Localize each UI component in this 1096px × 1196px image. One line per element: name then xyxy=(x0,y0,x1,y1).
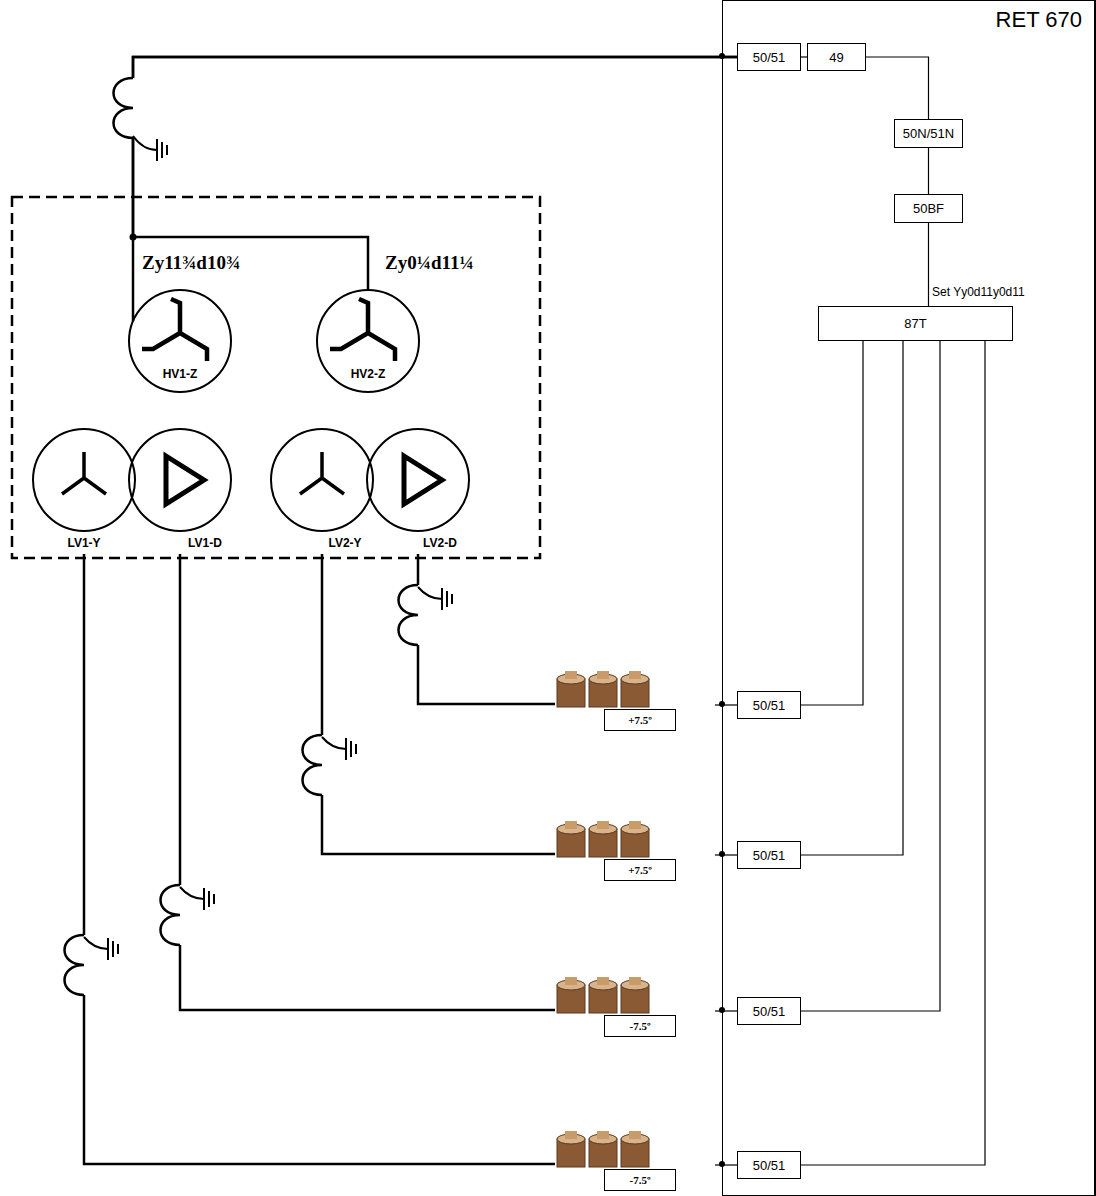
vector-group-label: Zy0¼d11¼ xyxy=(385,252,474,274)
power-conductor xyxy=(715,854,737,855)
function-box: 87T xyxy=(818,306,1013,341)
ct-symbol xyxy=(114,78,168,161)
vector-group-label: Zy11¾d10¾ xyxy=(142,252,240,274)
winding-label: LV2-Y xyxy=(328,534,361,552)
function-box: 50N/51N xyxy=(894,119,963,148)
function-label: 50/51 xyxy=(753,1004,786,1019)
ct-symbol xyxy=(399,585,453,645)
winding-label: LV1-D xyxy=(188,534,222,552)
winding-circle: HV1-Z xyxy=(128,289,232,393)
transformer-enclosure xyxy=(12,197,540,558)
function-label: 50/51 xyxy=(753,698,786,713)
power-conductor xyxy=(322,554,555,854)
power-conductor xyxy=(418,554,555,704)
phase-shift-ct: -7.5º xyxy=(555,977,715,1039)
current-transformers xyxy=(65,78,453,995)
relay-panel: RET 670 50/51 49 50N/51N 50BF 87T 50/51 50/51 50… xyxy=(722,0,1096,1196)
power-conductor xyxy=(715,1164,737,1165)
ct-set-picture xyxy=(555,1131,715,1171)
relay-link xyxy=(801,341,985,1165)
function-box: 50/51 xyxy=(737,841,801,869)
relay-link xyxy=(801,341,863,705)
power-conductor xyxy=(715,704,737,705)
relay-title: RET 670 xyxy=(996,7,1082,33)
winding-symbol xyxy=(366,428,470,532)
winding-label: HV1-Z xyxy=(163,367,198,381)
winding-label: HV2-Z xyxy=(351,367,386,381)
function-box: 50/51 xyxy=(737,1151,801,1179)
junction-dots xyxy=(130,53,726,1167)
function-label: 87T xyxy=(904,316,926,331)
winding-circle: LV1-D xyxy=(128,428,232,552)
function-label: 50BF xyxy=(913,201,944,216)
function-label: 50/51 xyxy=(753,1158,786,1173)
power-conductor xyxy=(133,57,737,321)
relay-link xyxy=(866,57,929,119)
function-label: 50/51 xyxy=(753,848,786,863)
ct-symbol xyxy=(65,935,119,995)
power-conductor xyxy=(133,57,737,290)
winding-label: LV2-D xyxy=(423,534,457,552)
winding-circle: LV1-Y xyxy=(32,428,136,552)
function-label: 50/51 xyxy=(753,50,786,65)
winding-circle: LV2-Y xyxy=(270,428,374,552)
power-conductor xyxy=(180,554,555,1010)
phase-shift-label: +7.5º xyxy=(604,709,676,731)
winding-circle: LV2-D xyxy=(366,428,470,552)
winding-circle: HV2-Z xyxy=(316,289,420,393)
relay-link xyxy=(928,223,929,306)
phase-shift-label: -7.5º xyxy=(604,1015,676,1037)
ct-set-picture xyxy=(555,977,715,1017)
ct-symbol xyxy=(161,885,215,945)
ct-set-picture xyxy=(555,671,715,711)
power-conductor xyxy=(84,554,555,1164)
function-label: 50N/51N xyxy=(903,126,954,141)
phase-shift-ct: +7.5º xyxy=(555,671,715,733)
phase-shift-ct: -7.5º xyxy=(555,1131,715,1193)
winding-symbol xyxy=(32,428,136,532)
winding-label: LV1-Y xyxy=(67,534,100,552)
relay-link xyxy=(928,148,929,194)
ct-symbol xyxy=(303,735,357,795)
phase-shift-label: -7.5º xyxy=(604,1169,676,1191)
relay-link xyxy=(801,341,940,1011)
ct-set-picture xyxy=(555,821,715,861)
function-box: 50/51 xyxy=(737,43,801,71)
function-box: 50/51 xyxy=(737,691,801,719)
function-box: 50BF xyxy=(894,194,963,223)
phase-shift-label: +7.5º xyxy=(604,859,676,881)
function-box: 50/51 xyxy=(737,997,801,1025)
power-conductor xyxy=(715,1010,737,1011)
relay-link xyxy=(801,341,903,855)
winding-symbol xyxy=(128,428,232,532)
function-box: 49 xyxy=(807,43,866,71)
phase-shift-ct: +7.5º xyxy=(555,821,715,883)
winding-symbol xyxy=(270,428,374,532)
setting-note: Set Yy0d11y0d11 xyxy=(932,285,1025,299)
function-label: 49 xyxy=(829,50,843,65)
